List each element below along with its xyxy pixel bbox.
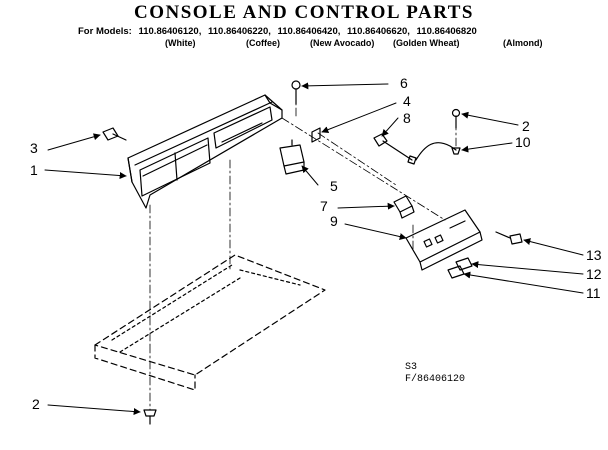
knob-part-10 xyxy=(447,265,465,279)
callout-1: 1 xyxy=(30,162,38,178)
switch-part-5 xyxy=(279,139,305,175)
callout-3: 3 xyxy=(30,140,38,156)
callout-5: 5 xyxy=(330,178,338,194)
callout-9: 8 xyxy=(403,110,411,126)
callout-2-lower: 2 xyxy=(32,396,40,412)
base-panel xyxy=(94,254,326,391)
reference-code-line1: S3 xyxy=(405,362,418,373)
model-color: (Coffee) xyxy=(246,38,280,48)
console-panel xyxy=(127,94,283,209)
diagram-title: CONSOLE AND CONTROL PARTS xyxy=(133,2,474,23)
model-color: (Almond) xyxy=(503,38,543,48)
callout-2-upper: 2 xyxy=(522,118,530,134)
knob-part-11 xyxy=(455,257,473,271)
model-number: 110.86406820 xyxy=(416,26,477,37)
screw-part-2-lower xyxy=(143,409,157,425)
clip-part-4 xyxy=(311,127,321,143)
callout-4: 4 xyxy=(403,93,411,109)
wire-part-12 xyxy=(415,142,457,161)
screw-part-3 xyxy=(102,127,127,141)
models-line: For Models: 110.86406120, 110.86406220, … xyxy=(78,26,477,37)
model-number: 110.86406620, xyxy=(347,26,410,37)
leader-lines xyxy=(44,82,584,416)
screw-part-13 xyxy=(495,231,523,245)
callout-8: 7 xyxy=(320,198,328,214)
model-color: (White) xyxy=(165,38,196,48)
model-color: (New Avocado) xyxy=(310,38,375,48)
alignment-lines xyxy=(149,91,457,411)
screw-part-2-upper xyxy=(451,108,461,155)
model-number: 110.86406420, xyxy=(277,26,341,37)
callout-10: 11 xyxy=(586,285,601,301)
callout-11: 12 xyxy=(586,266,602,282)
control-panel-part-7 xyxy=(405,209,483,271)
models-prefix: For Models: xyxy=(78,26,132,37)
bracket-part-8 xyxy=(393,195,415,219)
model-number: 110.86406120, xyxy=(138,26,202,37)
callout-6: 6 xyxy=(400,75,408,91)
callout-12: 10 xyxy=(515,134,531,150)
knob-part-9 xyxy=(373,133,417,165)
callout-13: 13 xyxy=(586,247,602,263)
callout-7: 9 xyxy=(330,213,338,229)
model-number: 110.86406220, xyxy=(208,26,271,37)
reference-code-line2: F/86406120 xyxy=(405,374,466,385)
model-color: (Golden Wheat) xyxy=(393,38,460,48)
screw-part-6 xyxy=(291,80,301,105)
